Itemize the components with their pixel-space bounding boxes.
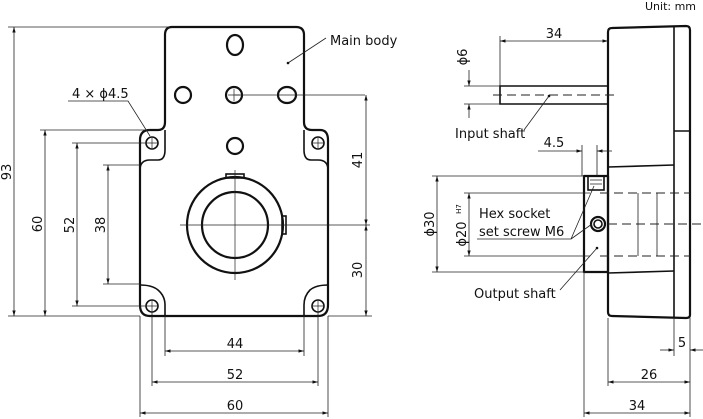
- main-body-label: Main body: [330, 34, 398, 49]
- dim-hole-pitch-vertical: 52: [63, 217, 78, 234]
- body-hole-left: [173, 85, 193, 105]
- dim-output-outer-dia: ϕ30: [423, 211, 438, 236]
- dim-input-shaft-dia: ϕ6: [456, 49, 471, 66]
- dim-overall-height: 93: [0, 164, 15, 181]
- hex-screw-label-line1: Hex socket: [479, 207, 550, 222]
- output-shaft-label: Output shaft: [474, 287, 556, 302]
- hex-screw-label-line2: set screw M6: [479, 225, 564, 240]
- dim-total-depth: 34: [629, 399, 646, 414]
- dim-body-depth: 26: [641, 368, 658, 383]
- dim-bore-tolerance: H7: [455, 204, 463, 214]
- unit-label: Unit: mm: [645, 0, 696, 13]
- body-hole-lower: [225, 136, 245, 156]
- flange-inner-bottom-right: [303, 284, 329, 316]
- dim-output-bore-dia: ϕ20: [455, 221, 470, 246]
- mounting-holes-label: 4 × ϕ4.5: [72, 87, 129, 102]
- front-view: Main body 4 × ϕ4.5 93 60 52 38 41 30 44 …: [0, 25, 398, 417]
- dim-shaft-to-bottom: 30: [351, 262, 366, 279]
- dim-inner-width: 44: [227, 337, 244, 352]
- dim-inner-height: 38: [94, 217, 109, 234]
- set-screw: [589, 215, 607, 233]
- flange-inner-lower-right: [303, 130, 329, 171]
- shaft-centerlines: [180, 94, 370, 280]
- body-hole-top: [225, 33, 245, 57]
- input-shaft-label: Input shaft: [455, 127, 525, 142]
- dim-upper-to-shaft: 41: [351, 152, 366, 169]
- side-view: 34 ϕ6 Input shaft 4.5 ϕ30 ϕ20 H7 Hex soc…: [423, 24, 703, 417]
- dim-hole-pitch-horizontal: 52: [227, 368, 244, 383]
- flange-inner-bottom-left: [139, 284, 166, 316]
- flange-inner-lower-left: [139, 130, 166, 171]
- dim-flange-thickness: 5: [678, 336, 686, 351]
- dim-flange-width: 60: [227, 399, 244, 414]
- housing-outline: [606, 24, 692, 320]
- dim-collar-width: 4.5: [544, 136, 565, 151]
- dim-flange-height: 60: [31, 216, 46, 233]
- dim-input-shaft-length: 34: [546, 27, 563, 42]
